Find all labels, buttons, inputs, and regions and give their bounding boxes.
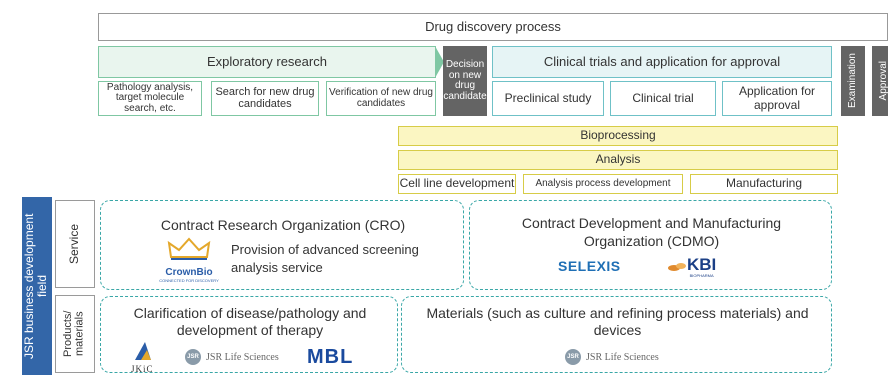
clinical-trials-label: Clinical trials and application for appr…	[543, 53, 781, 69]
exploratory-step-pathology: Pathology analysis, target molecule sear…	[98, 81, 202, 116]
kbi-logo-sub: BIOPHARMA	[689, 273, 714, 278]
mbl-logo: MBL	[307, 346, 354, 368]
decision-box: Decision on new drug candidate	[443, 46, 487, 116]
clinical-step-label: Application for approval	[738, 84, 816, 112]
bioprocess-step-manufacturing: Manufacturing	[690, 174, 838, 194]
exploratory-step-label: Verification of new drug candidates	[329, 87, 433, 109]
bioprocessing-label: Bioprocessing	[580, 128, 656, 143]
cro-service-text: Provision of advanced screening analysis…	[231, 242, 419, 276]
bioprocess-step-label: Cell line development	[399, 176, 515, 191]
jsr-business-field-label: JSR business development field	[22, 213, 50, 359]
crown-icon	[167, 237, 211, 260]
bioprocess-step-cell-line: Cell line development	[398, 174, 516, 194]
examination-label: Examination	[846, 53, 858, 109]
jkic-mark-icon	[135, 342, 151, 360]
clinical-trials-bar: Clinical trials and application for appr…	[492, 46, 832, 78]
decision-label: Decision on new drug candidate	[443, 59, 487, 102]
kbi-logo-text: KBI	[687, 255, 717, 274]
jsr-life-sciences-logo-right: JSR JSR Life Sciences	[565, 349, 659, 365]
approval-label: Approval	[877, 61, 888, 101]
kbi-swoosh-icon	[668, 263, 686, 271]
exploratory-step-search: Search for new drug candidates	[211, 81, 319, 116]
exploratory-research-bar: Exploratory research	[98, 46, 444, 78]
jsr-logo-text: JSR Life Sciences	[206, 351, 279, 363]
jsr-logo-text: JSR Life Sciences	[586, 351, 659, 363]
bioprocess-step-label: Analysis process development	[535, 177, 671, 189]
crownbio-logo: CrownBio CONNECTED FOR DISCOVERY	[159, 237, 219, 283]
selexis-logo: SELEXIS	[558, 258, 621, 274]
service-label: Service	[67, 223, 82, 264]
jsr-logo-icon: JSR	[185, 349, 201, 365]
analysis-label: Analysis	[595, 152, 641, 167]
cro-panel: Contract Research Organization (CRO) Cro…	[100, 200, 464, 290]
jkic-logo: JKiC	[131, 340, 163, 374]
drug-discovery-title: Drug discovery process	[425, 18, 561, 34]
clinical-step-label: Preclinical study	[504, 90, 592, 105]
clinical-step-label: Clinical trial	[632, 90, 694, 105]
approval-tab: Approval	[872, 46, 888, 116]
products-row-label: Products/ materials	[55, 295, 95, 373]
exploratory-step-label: Pathology analysis, target molecule sear…	[106, 81, 194, 114]
cdmo-panel: Contract Development and Manufacturing O…	[469, 200, 832, 290]
cro-title: Contract Research Organization (CRO)	[160, 217, 406, 233]
clinical-step-clinical-trial: Clinical trial	[610, 81, 716, 116]
cdmo-title: Contract Development and Manufacturing O…	[521, 215, 782, 249]
jsr-business-field-sidebar: JSR business development field	[22, 197, 52, 375]
bioprocessing-bar: Bioprocessing	[398, 126, 838, 146]
products-right-panel: Materials (such as culture and refining …	[401, 296, 832, 373]
bioprocess-step-label: Manufacturing	[725, 176, 803, 191]
products-left-title: Clarification of disease/pathology and d…	[133, 305, 367, 338]
exploratory-research-label: Exploratory research	[207, 53, 327, 69]
examination-tab: Examination	[841, 46, 865, 116]
products-right-title: Materials (such as culture and refining …	[426, 305, 809, 338]
drug-discovery-process-bar: Drug discovery process	[98, 13, 888, 41]
jkic-logo-text: JKiC	[131, 364, 154, 374]
bioprocess-step-analysis-dev: Analysis process development	[523, 174, 683, 194]
kbi-logo: KBI BIOPHARMA	[667, 256, 716, 278]
products-label: Products/ materials	[62, 310, 86, 358]
analysis-bar: Analysis	[398, 150, 838, 170]
jsr-life-sciences-logo-left: JSR JSR Life Sciences	[185, 349, 279, 365]
jsr-logo-icon: JSR	[565, 349, 581, 365]
exploratory-step-verification: Verification of new drug candidates	[326, 81, 436, 116]
exploratory-step-label: Search for new drug candidates	[215, 85, 315, 110]
clinical-step-application: Application for approval	[722, 81, 832, 116]
crownbio-logo-sub: CONNECTED FOR DISCOVERY	[159, 278, 219, 283]
clinical-step-preclinical: Preclinical study	[492, 81, 604, 116]
crownbio-logo-text: CrownBio	[165, 267, 213, 278]
products-left-panel: Clarification of disease/pathology and d…	[100, 296, 398, 374]
service-row-label: Service	[55, 200, 95, 288]
